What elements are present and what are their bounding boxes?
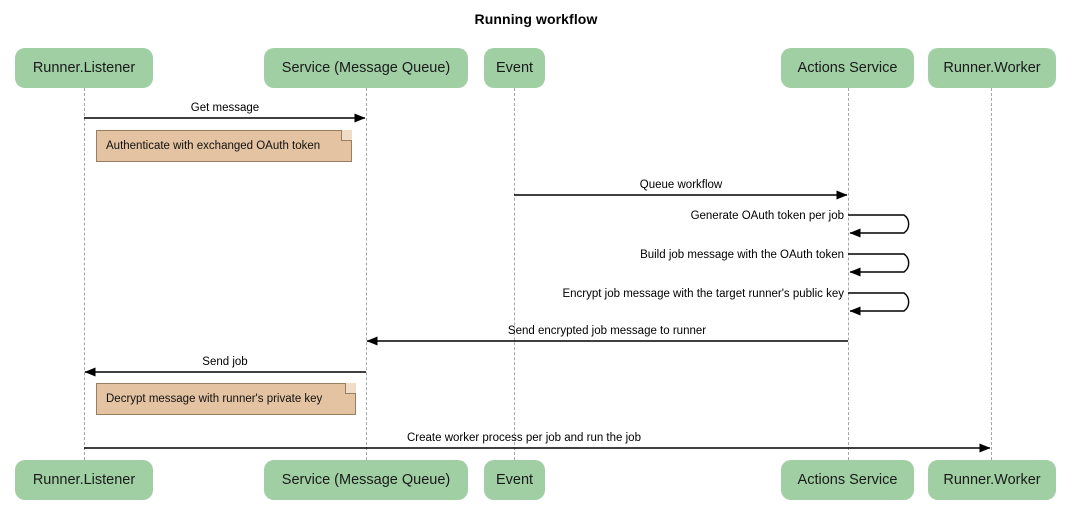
participant-label: Runner.Worker xyxy=(943,60,1041,76)
participant-runner-listener-top[interactable]: Runner.Listener xyxy=(15,48,153,88)
participant-label: Event xyxy=(495,60,534,76)
participant-service-message-queue-bottom[interactable]: Service (Message Queue) xyxy=(264,460,468,500)
note-label: Authenticate with exchanged OAuth token xyxy=(106,140,321,152)
participant-label: Actions Service xyxy=(797,60,898,76)
participant-label: Runner.Worker xyxy=(943,472,1041,488)
label-queue-workflow: Queue workflow xyxy=(639,179,723,191)
label-send-encrypted-job-message-to-runner: Send encrypted job message to runner xyxy=(507,325,707,337)
participant-runner-worker-bottom[interactable]: Runner.Worker xyxy=(928,460,1056,500)
participant-label: Service (Message Queue) xyxy=(281,472,451,488)
participant-label: Service (Message Queue) xyxy=(281,60,451,76)
self-loop-encrypt-job-message-with-the-target-runners-public-key xyxy=(848,292,910,316)
participant-service-message-queue-top[interactable]: Service (Message Queue) xyxy=(264,48,468,88)
participant-label: Event xyxy=(495,472,534,488)
label-get-message: Get message xyxy=(190,102,260,114)
participant-runner-worker-top[interactable]: Runner.Worker xyxy=(928,48,1056,88)
label-encrypt-job-message-with-the-target-runners-public-key: Encrypt job message with the target runn… xyxy=(562,288,844,300)
lifeline-event xyxy=(514,88,515,460)
self-loop-generate-oauth-token-per-job xyxy=(848,214,910,238)
participant-label: Actions Service xyxy=(797,472,898,488)
note-label: Decrypt message with runner's private ke… xyxy=(106,393,323,405)
label-generate-oauth-token-per-job: Generate OAuth token per job xyxy=(690,210,844,222)
label-build-job-message-with-the-oauth-token: Build job message with the OAuth token xyxy=(640,249,844,261)
lifeline-actions-service xyxy=(848,88,849,460)
note-authenticate: Authenticate with exchanged OAuth token xyxy=(96,130,352,162)
note-fold-icon xyxy=(341,130,352,141)
participant-actions-service-bottom[interactable]: Actions Service xyxy=(781,460,914,500)
participant-label: Runner.Listener xyxy=(32,60,136,76)
self-loop-build-job-message-with-the-oauth-token xyxy=(848,253,910,277)
participant-event-bottom[interactable]: Event xyxy=(484,460,545,500)
note-fold-icon xyxy=(345,383,356,394)
participant-event-top[interactable]: Event xyxy=(484,48,545,88)
lifeline-service-message-queue xyxy=(366,88,367,460)
page-title: Running workflow xyxy=(474,11,598,27)
participant-label: Runner.Listener xyxy=(32,472,136,488)
participant-runner-listener-bottom[interactable]: Runner.Listener xyxy=(15,460,153,500)
lifeline-runner-listener xyxy=(84,88,85,460)
participant-actions-service-top[interactable]: Actions Service xyxy=(781,48,914,88)
label-send-job: Send job xyxy=(202,356,248,368)
note-decrypt: Decrypt message with runner's private ke… xyxy=(96,383,356,415)
label-create-worker-process-per-job-and-run-the-job: Create worker process per job and run th… xyxy=(407,432,641,444)
lifeline-runner-worker xyxy=(991,88,992,460)
